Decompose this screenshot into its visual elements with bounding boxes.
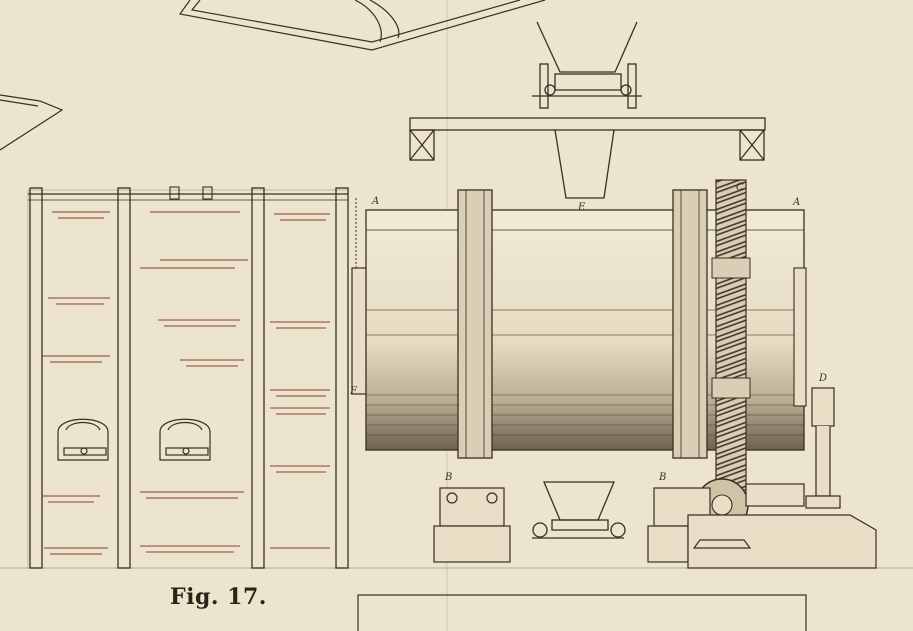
label-b-right: B — [659, 472, 667, 483]
feed-beam — [409, 117, 766, 199]
label-f: F — [350, 386, 357, 397]
plan-fragment-left — [0, 94, 64, 151]
label-c: C — [736, 182, 744, 193]
lower-hopper-cart — [532, 481, 626, 539]
label-b-left: B — [445, 472, 453, 483]
label-a-right: A — [793, 197, 801, 208]
pump — [805, 387, 841, 509]
plan-fragment-top — [178, 0, 546, 51]
drive-base — [687, 483, 877, 569]
upper-hopper-cart — [532, 21, 642, 109]
brick-furnace — [27, 186, 357, 569]
lower-frame — [357, 594, 807, 631]
roller-pedestals — [433, 487, 711, 563]
figure-caption: Fig. 17. — [170, 584, 267, 610]
fire-doors — [57, 418, 211, 461]
label-a-left: A — [372, 196, 380, 207]
label-d: D — [819, 373, 828, 384]
label-e: E — [578, 202, 586, 213]
